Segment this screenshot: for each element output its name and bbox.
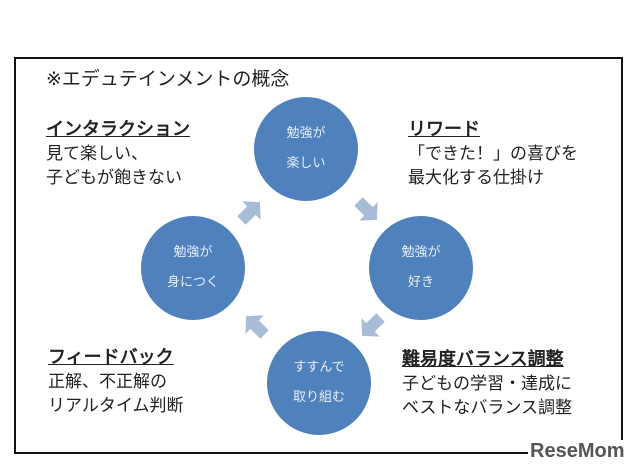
block-line: リアルタイム判断 — [48, 396, 184, 416]
circle-left: 勉強が 身につく — [141, 216, 245, 320]
circle-text: 取り組む — [292, 390, 345, 405]
diagram-title: ※エデュテインメントの概念 — [46, 68, 290, 90]
circle-right: 勉強が 好き — [369, 216, 473, 320]
block-balance: 難易度バランス調整 子どもの学習・達成に ベストなバランス調整 — [402, 348, 572, 420]
block-line: 最大化する仕掛け — [408, 168, 544, 188]
block-line: 子どもの学習・達成に — [402, 374, 572, 394]
circle-text: 勉強が — [401, 245, 441, 260]
block-heading: 難易度バランス調整 — [402, 349, 564, 370]
block-reward: リワード 「できた！」の喜びを 最大化する仕掛け — [408, 118, 578, 190]
arrow-left-to-top — [237, 201, 261, 225]
arrow-top-to-right — [354, 197, 378, 221]
circle-text: 勉強が — [286, 126, 326, 141]
block-line: 「できた！」の喜びを — [408, 144, 578, 164]
block-line: 子どもが飽きない — [46, 168, 182, 188]
resemom-logo: ReseMom — [528, 440, 627, 463]
block-interaction: インタラクション 見て楽しい、 子どもが飽きない — [46, 118, 190, 190]
block-heading: フィードバック — [48, 347, 174, 368]
circle-text: 楽しい — [286, 156, 326, 171]
block-heading: インタラクション — [46, 119, 190, 140]
block-feedback: フィードバック 正解、不正解の リアルタイム判断 — [48, 346, 184, 418]
circle-bottom: すすんで 取り組む — [267, 331, 371, 435]
block-line: 正解、不正解の — [48, 372, 167, 392]
circle-text: 好き — [407, 275, 434, 290]
circle-text: 身につく — [166, 275, 219, 290]
block-line: 見て楽しい、 — [46, 144, 148, 164]
diagram-frame — [14, 57, 623, 454]
arrow-bottom-to-left — [245, 315, 269, 339]
circle-text: すすんで — [293, 360, 345, 375]
circle-text: 勉強が — [173, 245, 213, 260]
circle-top: 勉強が 楽しい — [254, 97, 358, 201]
block-heading: リワード — [408, 119, 480, 140]
arrow-right-to-bottom — [361, 313, 385, 337]
block-line: ベストなバランス調整 — [402, 398, 572, 418]
